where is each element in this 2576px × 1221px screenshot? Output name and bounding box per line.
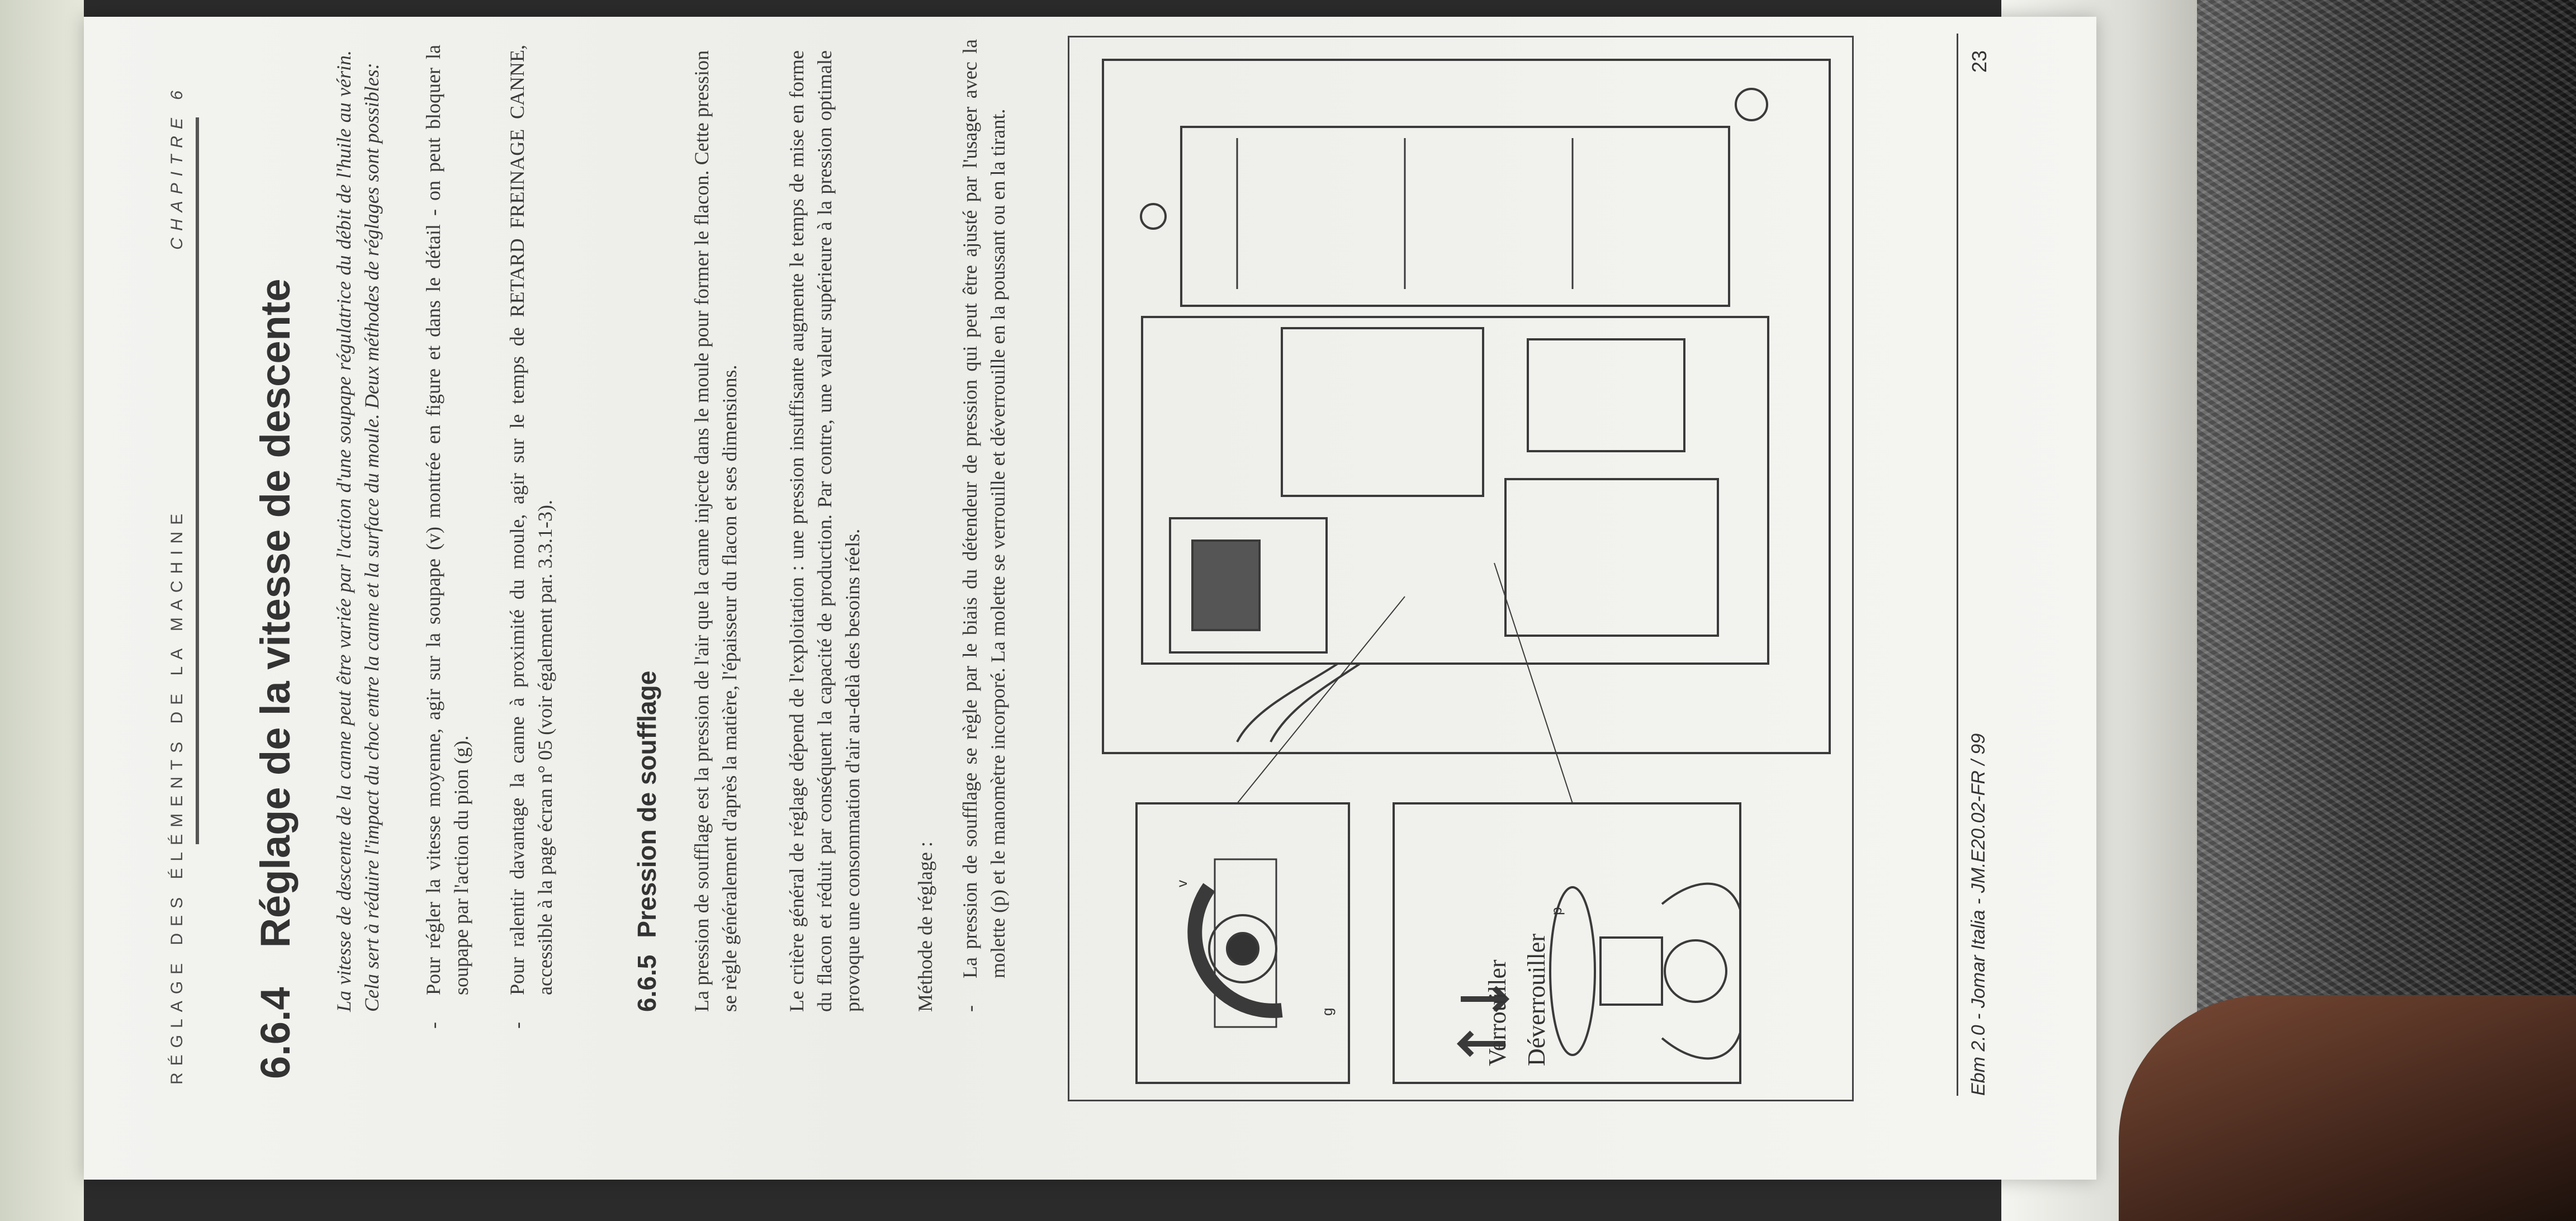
header-rule xyxy=(196,117,199,844)
bullet-item: - Pour régler la vitesse moyenne, agir s… xyxy=(419,45,475,1029)
manual-page: RÉGLAGE DES ÉLÉMENTS DE LA MACHINE CHAPI… xyxy=(84,17,2096,1180)
section-664-title: Réglage de la vitesse de descente xyxy=(252,278,299,948)
method-label: Méthode de réglage : xyxy=(914,841,936,1012)
label-unlock: Déverrouiller xyxy=(1523,934,1550,1066)
bullet-item: - La pression de soufflage se règle par … xyxy=(956,39,1012,1012)
pressure-regulator-icon xyxy=(1599,936,1663,1006)
control-panel xyxy=(1169,517,1328,654)
machine-figure: Verrouiller Déverrouiller v g p xyxy=(1068,36,1854,1101)
section-665-title: Pression de soufflage xyxy=(632,670,661,938)
section-664-intro: La vitesse de descente de la canne peut … xyxy=(333,50,383,1012)
machine-foot xyxy=(1140,203,1167,230)
pressure-gauge-icon xyxy=(1664,939,1727,1003)
valve-arc-icon xyxy=(1187,883,1283,1018)
machine-frame xyxy=(1102,59,1831,754)
bullet-dash: - xyxy=(506,1022,528,1029)
bullet-item: - Pour ralentir davantage la canne à pro… xyxy=(503,45,559,1029)
bullet-text: Pour régler la vitesse moyenne, agir sur… xyxy=(422,45,472,995)
label-p: p xyxy=(1548,907,1565,915)
bullet-text: Pour ralentir davantage la canne à proxi… xyxy=(506,45,556,995)
detail-box-valve xyxy=(1135,802,1350,1084)
section-664-heading: 6.6.4 Réglage de la vitesse de descente xyxy=(252,279,299,1080)
footer-rule xyxy=(1957,34,1958,1096)
section-665-heading: 6.6.5 Pression de soufflage xyxy=(632,671,662,1012)
bullet-text: La pression de soufflage se règle par le… xyxy=(959,39,1009,978)
regulator-wheel-icon xyxy=(1549,886,1596,1056)
machine-side-panel xyxy=(1180,126,1730,307)
machine-foot xyxy=(1735,88,1768,121)
page-number: 23 xyxy=(1968,50,1991,73)
knee-background xyxy=(2119,995,2576,1221)
label-g: g xyxy=(1319,1008,1336,1016)
section-664-number: 6.6.4 xyxy=(252,987,299,1079)
label-lock: Verrouiller xyxy=(1484,959,1511,1066)
bullet-dash: - xyxy=(959,1005,981,1012)
mould-area xyxy=(1281,327,1484,497)
control-screen xyxy=(1191,539,1261,631)
section-665-paragraph-1: La pression de soufflage est la pression… xyxy=(690,50,741,1012)
footer-reference: Ebm 2.0 - Jomar Italia - JM.E20.02-FR / … xyxy=(1968,733,1989,1096)
bullet-dash: - xyxy=(422,1022,444,1029)
detail-box-regulator xyxy=(1393,802,1741,1084)
machine-cabinet xyxy=(1141,316,1769,665)
running-header-chapter: CHAPITRE 6 xyxy=(168,84,186,250)
hydraulic-unit xyxy=(1527,338,1685,452)
background-left xyxy=(0,0,84,1221)
arrow-down-icon xyxy=(1461,986,1510,1012)
lower-compartment xyxy=(1504,478,1719,637)
section-665-number: 6.6.5 xyxy=(632,954,661,1012)
section-665-paragraph-2: Le critère général de réglage dépend de … xyxy=(785,50,864,1012)
machine-illustration: Verrouiller Déverrouiller v g p xyxy=(1102,59,1831,1084)
arrow-up-icon xyxy=(1456,1030,1505,1057)
label-v: v xyxy=(1173,880,1190,887)
running-header-left: RÉGLAGE DES ÉLÉMENTS DE LA MACHINE xyxy=(168,507,186,1085)
